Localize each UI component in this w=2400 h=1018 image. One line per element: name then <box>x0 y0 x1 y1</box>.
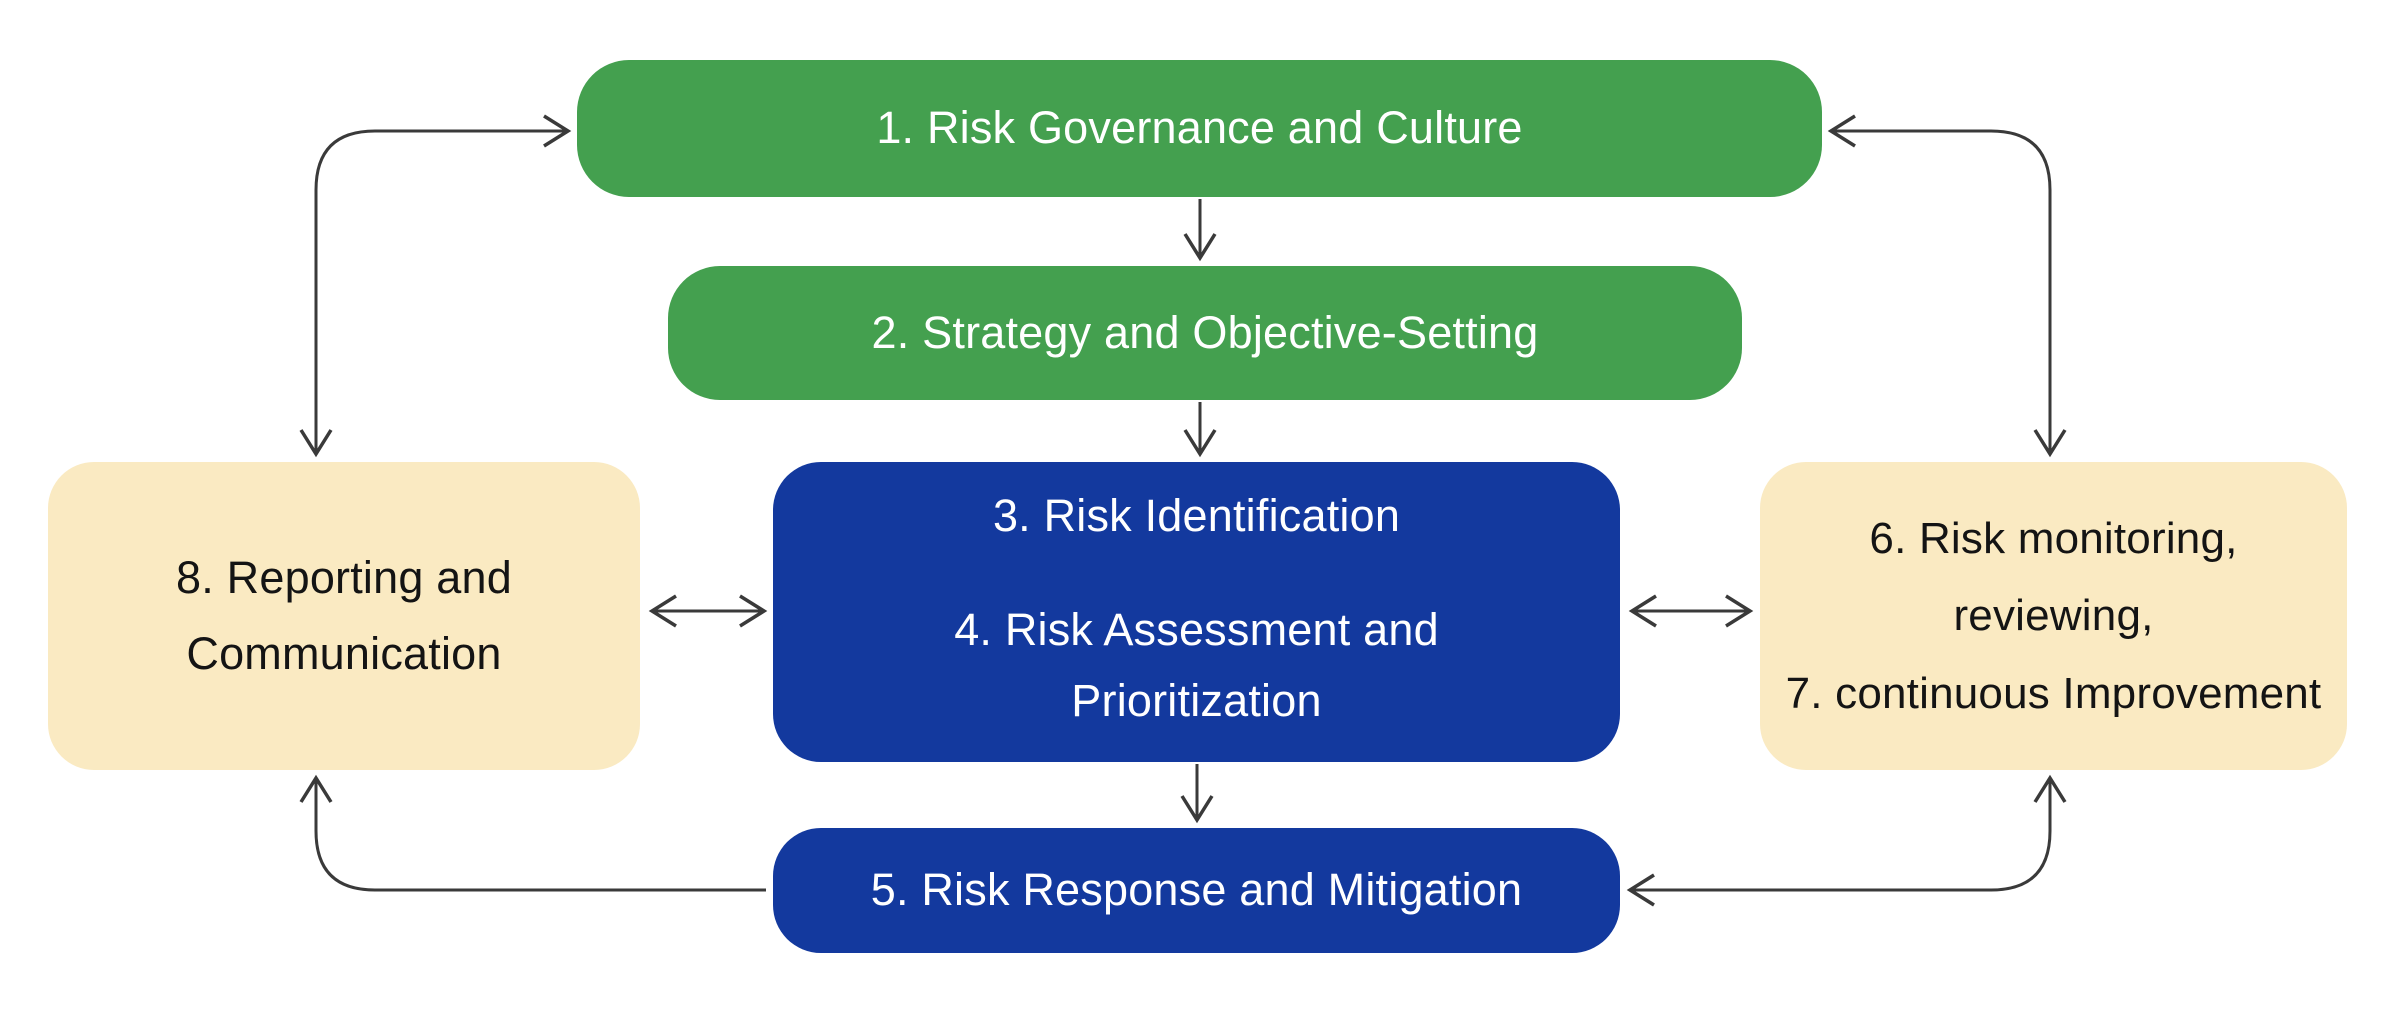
node-label: 5. Risk Response and Mitigation <box>870 864 1523 916</box>
node-label-line-2: reviewing, <box>1953 591 2154 641</box>
double-arrow-box8-box1-loop <box>299 114 572 458</box>
node-label-line-1: 6. Risk monitoring, <box>1869 513 2238 563</box>
node-risk-identification-and-assessment: 3. Risk Identification 4. Risk Assessmen… <box>773 462 1620 762</box>
arrow-box5-to-box8-loop <box>299 774 766 892</box>
node-label: 1. Risk Governance and Culture <box>876 102 1523 154</box>
double-arrow-box1-box67-loop <box>1827 114 2067 458</box>
node-risk-governance-and-culture: 1. Risk Governance and Culture <box>577 60 1822 197</box>
node-label-line-1: 3. Risk Identification <box>992 489 1401 541</box>
node-risk-response-and-mitigation: 5. Risk Response and Mitigation <box>773 828 1620 953</box>
node-risk-monitoring-reviewing-improvement: 6. Risk monitoring, reviewing, 7. contin… <box>1760 462 2347 770</box>
double-arrow-box5-box67-loop <box>1626 774 2067 907</box>
node-reporting-and-communication: 8. Reporting and Communication <box>48 462 640 770</box>
node-label-line-3: 7. continuous Improvement <box>1785 668 2322 718</box>
node-label-line-2: 4. Risk Assessment and Prioritization <box>954 604 1439 727</box>
node-label: 8. Reporting and Communication <box>176 552 512 679</box>
node-label: 2. Strategy and Objective-Setting <box>871 306 1539 358</box>
node-strategy-and-objective-setting: 2. Strategy and Objective-Setting <box>668 266 1742 400</box>
